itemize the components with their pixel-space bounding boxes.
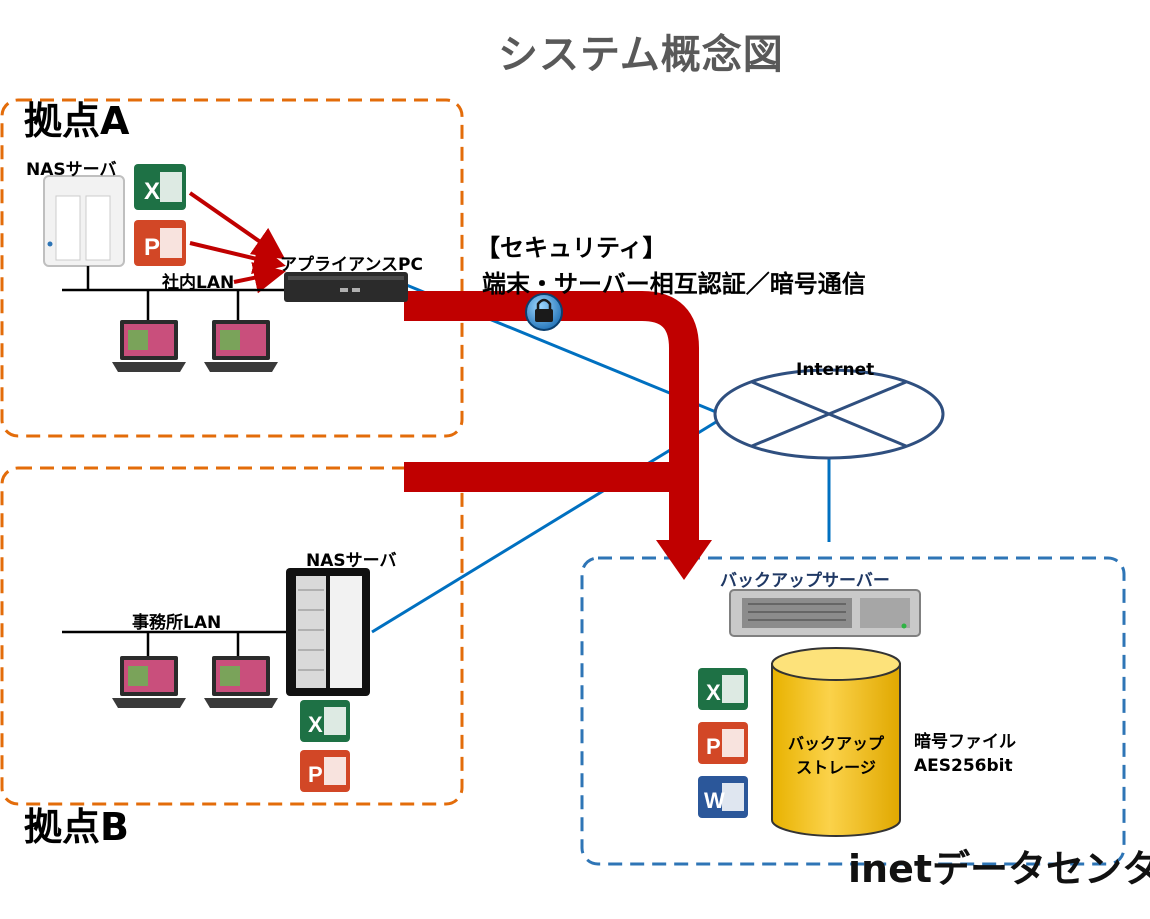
excel-icon: X xyxy=(300,700,350,742)
security-title: 【セキュリティ】 xyxy=(476,234,667,262)
server-icon xyxy=(729,589,921,637)
encryption-label: 暗号ファイル AES256bit xyxy=(914,730,1016,778)
site-b-nas-label: NASサーバ xyxy=(306,551,397,571)
site-a-nas-label: NASサーバ xyxy=(26,160,117,180)
storage-label: バックアップ ストレージ xyxy=(784,732,888,780)
appliance-pc-icon xyxy=(284,272,408,302)
backup-server-label: バックアップサーバー xyxy=(720,571,890,591)
site-a-boundary xyxy=(0,98,464,438)
laptop-icon xyxy=(204,320,278,372)
svg-text:P: P xyxy=(308,762,323,787)
storage-cylinder xyxy=(771,647,901,837)
backup-flow-site-b xyxy=(404,462,686,492)
appliance-pc-label: アプライアンスPC xyxy=(280,255,423,275)
internet-icon xyxy=(713,368,945,460)
svg-text:W: W xyxy=(704,788,725,813)
laptop-icon xyxy=(204,656,278,708)
nas-icon xyxy=(43,175,125,267)
sync-arrow-powerpoint xyxy=(189,241,286,275)
excel-icon: X xyxy=(134,164,186,210)
site-a-label: 拠点A xyxy=(24,99,130,143)
site-b-label: 拠点B xyxy=(24,805,129,849)
excel-icon: X xyxy=(698,668,748,710)
laptop-icon xyxy=(112,656,186,708)
powerpoint-icon: P xyxy=(698,722,748,764)
site-b-lan-label: 事務所LAN xyxy=(132,613,222,633)
backup-flow-arrowhead xyxy=(656,540,712,580)
backup-flow-arrow xyxy=(404,291,699,548)
site-a-lan-label: 社内LAN xyxy=(162,273,235,293)
powerpoint-icon: P xyxy=(134,220,186,266)
security-desc: 端末・サーバー相互認証／暗号通信 xyxy=(482,270,866,298)
site-b-boundary xyxy=(0,466,464,806)
encryption-label-line2: AES256bit xyxy=(914,756,1013,776)
sync-arrow-lan xyxy=(233,262,286,294)
encryption-label-line1: 暗号ファイル xyxy=(914,732,1016,752)
datacenter-name: inetデータセンター xyxy=(848,847,1150,891)
internet-label: Internet xyxy=(796,360,875,380)
powerpoint-icon: P xyxy=(300,750,350,792)
laptop-icon xyxy=(112,320,186,372)
link-site-b-internet xyxy=(371,420,717,634)
nas-icon xyxy=(286,568,370,696)
diagram-title: システム概念図 xyxy=(498,32,784,78)
svg-text:X: X xyxy=(144,178,160,205)
word-icon: W xyxy=(698,776,748,818)
svg-text:X: X xyxy=(706,680,721,705)
datacenter-boundary xyxy=(580,556,1126,866)
lock-icon xyxy=(525,293,563,331)
svg-text:P: P xyxy=(144,234,160,261)
svg-text:X: X xyxy=(308,712,323,737)
svg-text:P: P xyxy=(706,734,721,759)
storage-label-line2: ストレージ xyxy=(796,758,876,777)
storage-label-line1: バックアップ xyxy=(787,734,884,753)
